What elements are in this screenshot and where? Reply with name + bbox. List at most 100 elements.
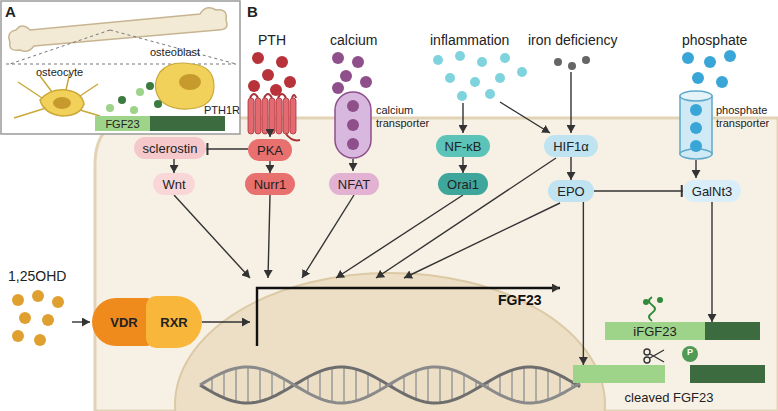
osteoblast-cell — [155, 63, 214, 109]
ligand-dot — [690, 104, 702, 116]
ligand-dot — [517, 67, 527, 77]
ligand-dot — [42, 314, 54, 326]
ligand-dot — [347, 100, 359, 112]
cleaved-protein: cleaved FGF23 — [573, 365, 765, 405]
ligand-dot — [347, 138, 359, 150]
node-label: cleaved FGF23 — [625, 390, 714, 405]
label: phosphate — [682, 32, 747, 48]
ligand-dot — [34, 334, 46, 346]
node-label: RXR — [160, 315, 187, 330]
connector — [570, 157, 571, 180]
dna-rung — [415, 371, 417, 400]
nucleus — [175, 273, 605, 411]
ligand-dot — [477, 57, 487, 67]
node-label: GalNt3 — [692, 184, 732, 199]
dna-rung — [211, 378, 213, 392]
bone — [9, 8, 227, 52]
ligand-dot — [284, 76, 296, 88]
label: B — [247, 3, 258, 20]
ligand-dot — [554, 58, 562, 66]
dna-rung — [355, 369, 357, 401]
ligand-dot — [457, 91, 467, 101]
ligand-dots — [12, 50, 736, 346]
ligand-dot — [276, 56, 288, 68]
protein-pill: sclerostin — [134, 137, 207, 159]
dna-rung — [403, 376, 405, 394]
dna-rung — [535, 367, 537, 402]
node-label: EPO — [557, 184, 584, 199]
dna-rung — [439, 367, 441, 403]
node-label: NF-κB — [445, 139, 482, 154]
ligand-dot — [704, 56, 716, 68]
receptor-helix — [276, 98, 282, 134]
receptor-shape: RXR — [146, 296, 202, 348]
dna-rung — [451, 370, 453, 401]
protein-bar: FGF23 — [95, 116, 225, 131]
gene-promoter-arrow — [257, 288, 560, 346]
receptor-helix — [283, 98, 289, 134]
label: phosphate transporter — [716, 104, 774, 129]
ligand-dot — [724, 50, 736, 62]
ligand-dot — [690, 140, 702, 152]
dna-rung — [343, 367, 345, 403]
node-label: PKA — [257, 143, 283, 158]
scissors — [644, 349, 664, 363]
node-label: FGF23 — [105, 118, 139, 130]
ligand-dot — [52, 296, 64, 308]
dna-rung — [235, 368, 237, 402]
dna-strand — [200, 367, 580, 403]
panel-a — [1, 1, 240, 134]
fgf23-dot — [154, 100, 162, 108]
dna-rung — [463, 374, 465, 395]
label: 1,25OHD — [8, 268, 66, 284]
dna-strand — [200, 367, 580, 403]
ligand-dot — [692, 72, 704, 84]
label: osteoblast — [150, 46, 200, 58]
glycan — [649, 297, 655, 321]
ligand-dot — [690, 122, 702, 134]
protein-pill: PKA — [248, 139, 292, 161]
ligand-dot — [248, 80, 260, 92]
protein-pill: Nurr1 — [245, 173, 296, 195]
receptor-helix — [248, 98, 254, 134]
phospho-circle — [682, 346, 698, 362]
protein-pill: NFAT — [329, 173, 379, 195]
ligand-dot — [340, 70, 352, 82]
protein-pill: Wnt — [153, 173, 194, 195]
dna-rung — [319, 371, 321, 398]
ligand-dot — [495, 73, 505, 83]
protein-bar: iFGF23 — [605, 322, 760, 340]
connector — [583, 202, 584, 365]
label: FGF23 — [498, 292, 542, 308]
ligand-dot — [716, 76, 728, 88]
protein-fragment — [573, 365, 665, 383]
ligand-dot — [270, 84, 282, 96]
ligand-dot — [19, 312, 31, 324]
ligand-dot — [12, 330, 24, 342]
dna-rung — [511, 370, 513, 400]
dna-rung — [271, 373, 273, 397]
protein-fragment — [690, 365, 765, 383]
dna-rung — [547, 370, 549, 400]
ligand-dot — [332, 52, 344, 64]
dna-rung — [523, 367, 525, 402]
phosphate-transporter — [680, 91, 712, 159]
node-label: Orai1 — [447, 177, 479, 192]
connector — [173, 159, 174, 173]
receptor-helix — [269, 98, 275, 134]
label: calcium — [330, 32, 377, 48]
protein-pill: NF-κB — [436, 135, 491, 157]
calcium-transporter — [335, 92, 371, 158]
dna-rung — [223, 372, 225, 398]
pth1r-receptor — [248, 94, 300, 140]
dna-rung — [247, 367, 249, 403]
label: inflammation — [430, 32, 509, 48]
dna-rung — [427, 368, 429, 403]
ligand-dot — [347, 119, 359, 131]
osteocyte-cell — [14, 72, 100, 118]
connector — [594, 190, 683, 191]
ligand-dot — [568, 62, 576, 70]
